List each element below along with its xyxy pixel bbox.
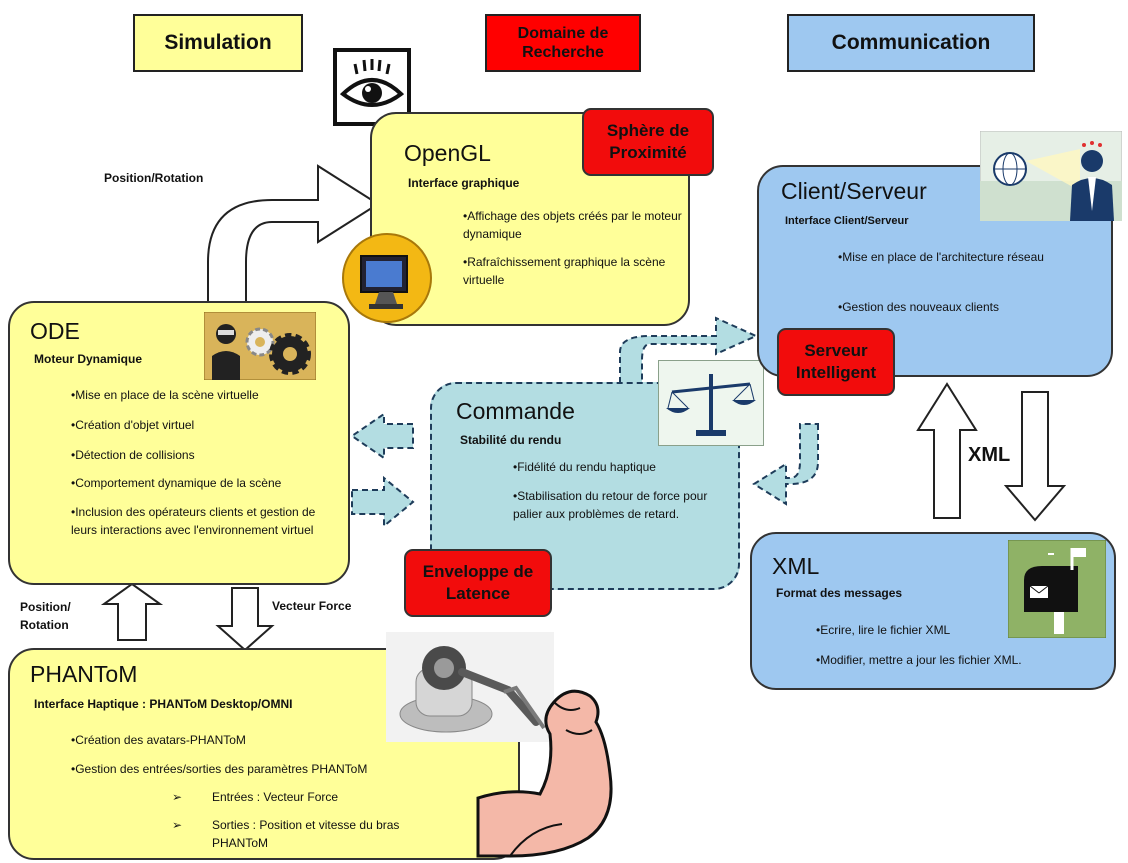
label-vecteur-force: Vecteur Force (272, 599, 352, 613)
label-enveloppe-latence: Enveloppe de Latence (404, 549, 552, 617)
client-serveur-subtitle: Interface Client/Serveur (785, 215, 909, 227)
xml-title: XML (772, 553, 820, 579)
arrow-up-to-ode (100, 582, 164, 641)
client-serveur-bullet-1: •Mise en place de l'architecture réseau (838, 250, 1044, 264)
monitor-icon (341, 232, 433, 324)
opengl-subtitle: Interface graphique (408, 176, 520, 190)
ode-bullet-2: •Création d'objet virtuel (71, 418, 195, 432)
ode-subtitle: Moteur Dynamique (34, 352, 143, 366)
xml-bullet-2: •Modifier, mettre a jour les fichier XML… (816, 653, 1022, 667)
arrow-down-to-phantom (215, 587, 275, 652)
globe-person-icon (979, 130, 1123, 222)
label-xml-arrow: XML (968, 444, 1011, 466)
phantom-sub-bullet-2: ➢Sorties : Position et vitesse du bras P… (172, 818, 400, 850)
arrow-down-to-xml (1003, 391, 1067, 522)
legend-simulation: Simulation (133, 14, 303, 72)
label-sphere-proximite: Sphère de Proximité (582, 108, 714, 176)
commande-title: Commande (456, 398, 575, 424)
client-serveur-bullet-2: •Gestion des nouveaux clients (838, 300, 999, 314)
balance-scale-icon (657, 359, 765, 447)
opengl-bullet-2: •Rafraîchissement graphique la scène vir… (463, 255, 666, 287)
dashed-arrow-to-ode (350, 412, 414, 460)
eye-icon (333, 48, 411, 126)
phantom-title: PHANToM (30, 661, 138, 687)
haptic-device-icon (386, 632, 554, 742)
dashed-arrow-to-commande (351, 475, 415, 529)
legend-communication: Communication (787, 14, 1035, 72)
dashed-arrow-to-client (619, 316, 759, 384)
arrow-up-to-client (916, 382, 978, 519)
label-serveur-intelligent: Serveur Intelligent (777, 328, 895, 396)
legend-recherche: Domaine de Recherche (485, 14, 641, 72)
phantom-subtitle: Interface Haptique : PHANToM Desktop/OMN… (34, 697, 293, 711)
mailbox-icon (1007, 539, 1107, 639)
label-position-rotation: Position/Rotation (104, 171, 204, 185)
client-serveur-title: Client/Serveur (781, 178, 927, 204)
ode-bullet-1: •Mise en place de la scène virtuelle (71, 388, 259, 402)
ode-bullet-4: •Comportement dynamique de la scène (71, 476, 282, 490)
curved-arrow-to-opengl (207, 164, 380, 303)
phantom-sub-bullet-1: ➢Entrées : Vecteur Force (172, 790, 339, 804)
label-position-rotation-left: Position/ Rotation (20, 600, 71, 632)
opengl-bullet-1: •Affichage des objets créés par le moteu… (463, 209, 682, 241)
phantom-bullet-1: •Création des avatars-PHANToM (71, 733, 246, 747)
commande-bullet-1: •Fidélité du rendu haptique (513, 460, 656, 474)
xml-subtitle: Format des messages (776, 586, 903, 600)
ode-bullet-3: •Détection de collisions (71, 448, 195, 462)
xml-bullet-1: •Ecrire, lire le fichier XML (816, 623, 951, 637)
opengl-title: OpenGL (404, 140, 491, 166)
gears-person-icon (203, 311, 317, 381)
commande-subtitle: Stabilité du rendu (460, 433, 562, 447)
ode-title: ODE (30, 318, 80, 344)
dashed-arrow-to-commande-return (752, 423, 819, 506)
phantom-bullet-2: •Gestion des entrées/sorties des paramèt… (71, 762, 368, 776)
commande-bullet-2: •Stabilisation du retour de force pour p… (513, 489, 708, 521)
arm-icon (470, 678, 620, 858)
ode-bullet-5: •Inclusion des opérateurs clients et ges… (71, 505, 316, 537)
